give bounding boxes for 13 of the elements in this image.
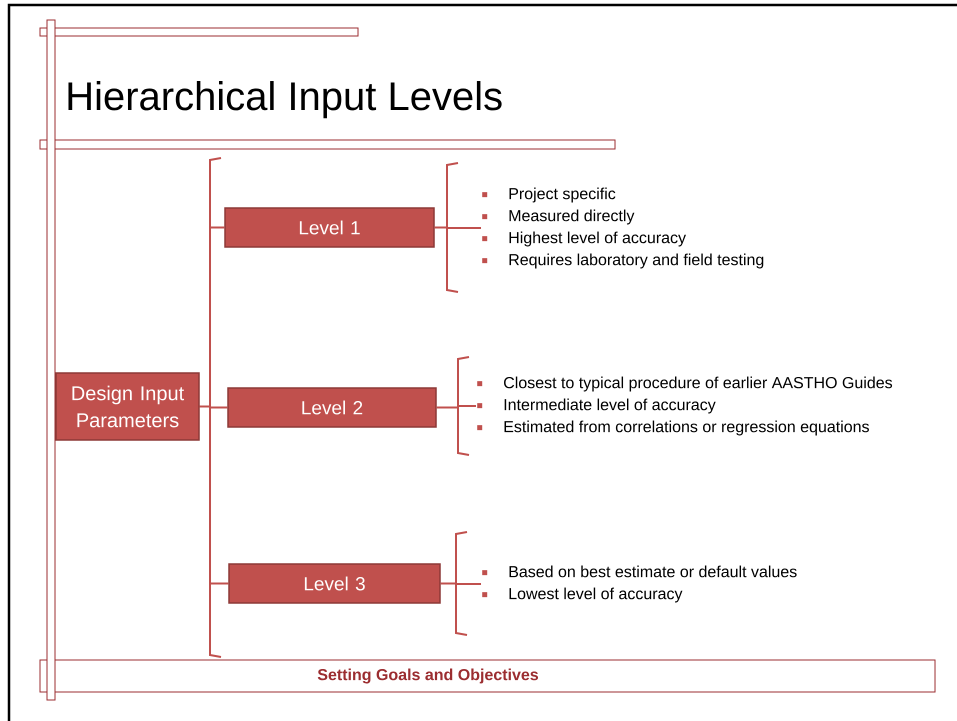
- connector: [434, 226, 481, 229]
- level-box: Design Input Parameters: [55, 372, 200, 441]
- level-box: Level 2: [227, 387, 437, 428]
- bullet-list: Closest to typical procedure of earlier AASTHO Guides Intermediate level of accuracy Estimated from correlations or regression equations: [477, 376, 892, 436]
- connector: [436, 405, 476, 408]
- level-box: Level 3: [228, 563, 441, 604]
- title: Hierarchical Input Levels: [68, 81, 502, 118]
- connector: [200, 406, 228, 584]
- bullet-list: Based on best estimate or default values Lowest level of accuracy: [482, 566, 797, 602]
- footer-text: Setting Goals and Objectives: [318, 668, 538, 684]
- level-box: Level 1: [224, 207, 435, 248]
- bullet-list: Project specific Measured directly Highest level of accuracy Requires laboratory and field testing: [482, 188, 764, 268]
- connector: [440, 582, 481, 585]
